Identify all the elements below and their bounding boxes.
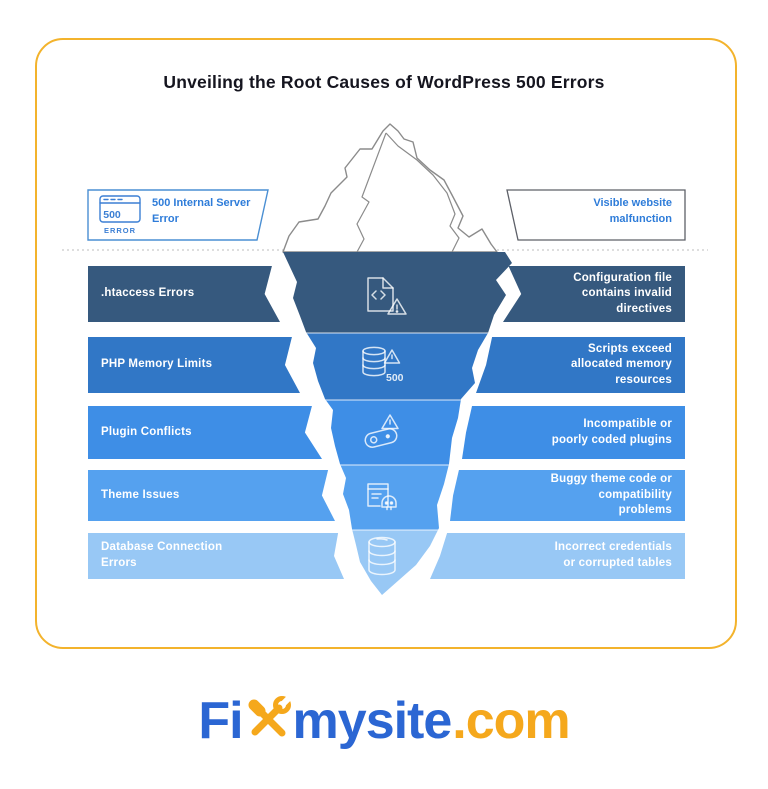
- surface-right-box: [506, 189, 686, 241]
- svg-text:500: 500: [386, 372, 404, 384]
- database-icon: [368, 536, 396, 576]
- iceberg-above-water: [282, 123, 498, 253]
- crossed-tools-x-icon: [248, 696, 291, 737]
- logo-text-fi: Fi: [198, 692, 243, 750]
- plugin-warning-icon: [364, 414, 399, 448]
- logo-text-dotcom: .com: [452, 692, 570, 750]
- page-title: Unveiling the Root Causes of WordPress 5…: [163, 72, 605, 92]
- iceberg-facet-line: [356, 132, 387, 253]
- logo-text-mysite: mysite: [292, 692, 453, 750]
- database-warning-icon: 500: [362, 346, 404, 384]
- iceberg-facet-line-right: [385, 132, 460, 253]
- fixmysite-logo: Fi mysite .com: [0, 686, 768, 756]
- svg-text:ERROR: ERROR: [104, 226, 136, 235]
- theme-skull-icon: [367, 483, 397, 511]
- browser-500-error-icon: 500 ERROR: [99, 195, 141, 235]
- code-file-warning-icon: [367, 277, 407, 315]
- svg-text:500: 500: [103, 209, 121, 221]
